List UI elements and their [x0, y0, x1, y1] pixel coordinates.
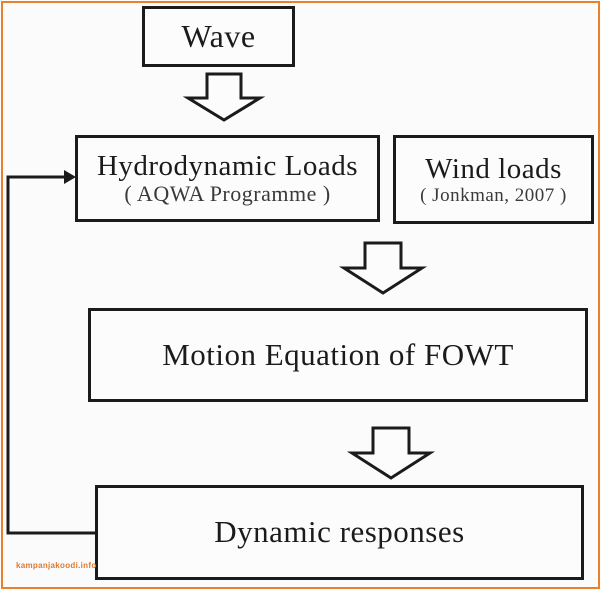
node-dynamic-responses: Dynamic responses: [95, 485, 584, 580]
node-motion-equation: Motion Equation of FOWT: [88, 308, 588, 402]
node-wind-loads-sublabel: ( Jonkman, 2007 ): [420, 185, 567, 207]
node-wind-loads: Wind loads ( Jonkman, 2007 ): [393, 135, 594, 224]
node-wave: Wave: [142, 6, 295, 67]
feedback-arrowhead-icon: [64, 170, 76, 184]
block-arrow-down-icon: [338, 241, 428, 295]
node-wind-loads-label: Wind loads: [425, 152, 562, 185]
node-dynamic-responses-label: Dynamic responses: [214, 514, 465, 550]
node-motion-equation-label: Motion Equation of FOWT: [162, 336, 514, 372]
node-hydrodynamic-loads-sublabel: ( AQWA Programme ): [124, 181, 331, 207]
block-arrow-down-icon: [182, 72, 266, 122]
feedback-line: [6, 175, 96, 535]
node-hydrodynamic-loads: Hydrodynamic Loads ( AQWA Programme ): [75, 135, 380, 222]
node-hydrodynamic-loads-label: Hydrodynamic Loads: [96, 149, 359, 182]
node-wave-label: Wave: [181, 17, 256, 54]
watermark: kampanjakoodi.info: [16, 561, 97, 570]
block-arrow-down-icon: [346, 426, 436, 480]
